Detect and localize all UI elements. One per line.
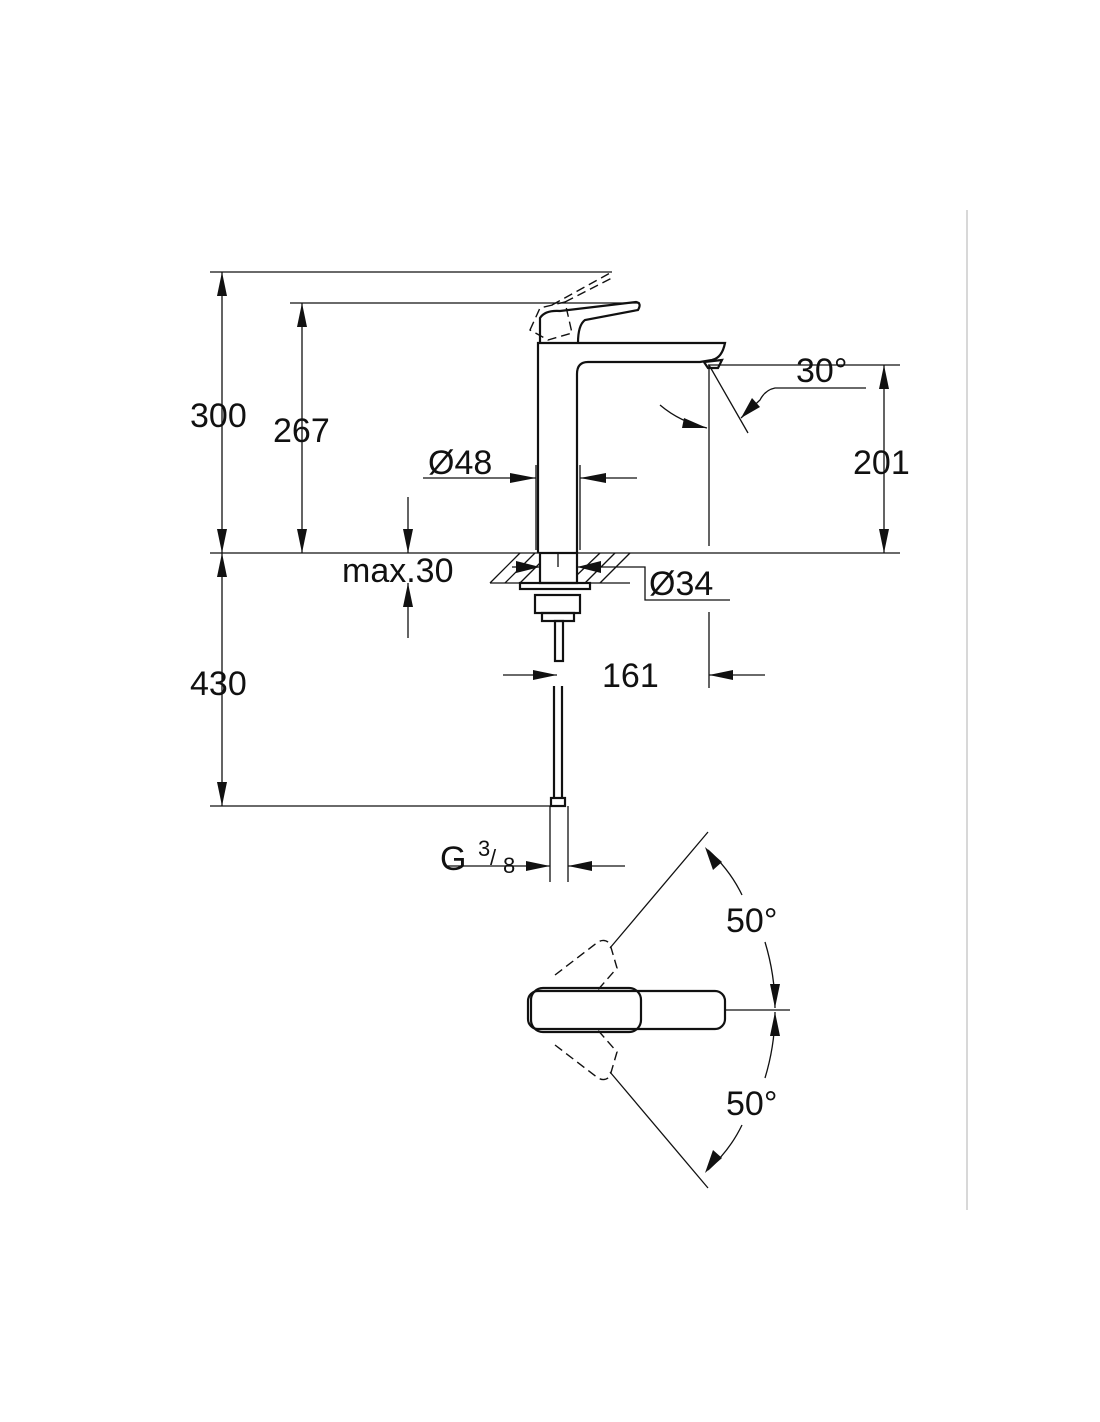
faucet-top-view [526,831,790,1189]
dimension-lines [217,272,900,882]
dim-handle-height: 267 [273,412,330,450]
dim-rotation-left: 50° [726,902,777,940]
faucet-side-view [489,271,727,808]
dim-spout-angle: 30° [796,352,847,390]
dim-thread-numerator: 3 [478,836,490,861]
dim-thread-prefix: G [440,840,466,878]
dim-spout-reach: 161 [602,657,659,695]
dim-rotation-right: 50° [726,1085,777,1123]
dim-thread-denominator: 8 [503,853,515,878]
dim-spout-height: 201 [853,444,910,482]
dim-overall-height: 300 [190,397,247,435]
dim-body-diameter: Ø48 [428,444,492,482]
dim-below-deck: 430 [190,665,247,703]
dim-max-deck-thickness: max.30 [342,552,454,590]
dim-thread-slash: / [490,845,497,870]
dim-hole-diameter: Ø34 [649,565,713,603]
